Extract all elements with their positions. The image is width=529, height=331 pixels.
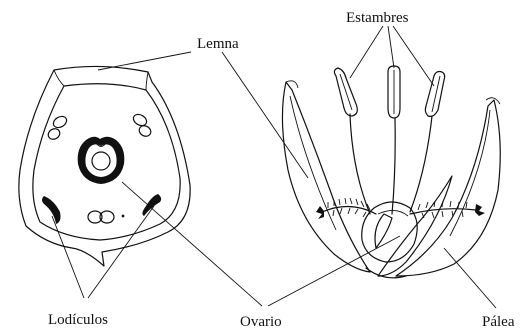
leader-lodiculos-right bbox=[88, 206, 154, 298]
label-palea: Pálea bbox=[482, 314, 515, 330]
stigma-right bbox=[410, 201, 485, 218]
leader-estambres-middle bbox=[388, 26, 394, 68]
floret-side-view bbox=[282, 66, 500, 278]
leader-ovario-right bbox=[268, 236, 400, 306]
label-estambres: Estambres bbox=[346, 10, 409, 26]
filament-middle bbox=[392, 118, 395, 214]
lodicule-left bbox=[42, 196, 61, 224]
lemma-outline bbox=[19, 66, 190, 266]
filament-right bbox=[410, 116, 432, 212]
leader-estambres-right bbox=[393, 26, 434, 86]
anther-section-top-left bbox=[46, 114, 68, 141]
label-lemna: Lemna bbox=[197, 36, 239, 52]
leader-lodiculos-left bbox=[52, 216, 84, 298]
leader-palea bbox=[444, 248, 496, 308]
leader-lemna-left bbox=[98, 52, 191, 70]
leader-estambres-left bbox=[350, 26, 383, 78]
lodicule-right bbox=[142, 194, 161, 216]
lodicule-floret bbox=[375, 214, 392, 248]
ovary-section bbox=[78, 137, 125, 184]
leader-lemna-right bbox=[222, 52, 308, 178]
label-ovario: Ovario bbox=[240, 314, 282, 330]
anther-section-bottom bbox=[88, 211, 124, 223]
filament-left bbox=[350, 114, 370, 214]
anther-section-top-right bbox=[131, 112, 152, 138]
notch-line-right bbox=[146, 72, 148, 90]
leader-ovario-left bbox=[122, 182, 262, 306]
cross-section bbox=[19, 66, 190, 266]
label-lodiculos: Lodículos bbox=[48, 312, 108, 328]
notch-line-left bbox=[54, 70, 64, 86]
